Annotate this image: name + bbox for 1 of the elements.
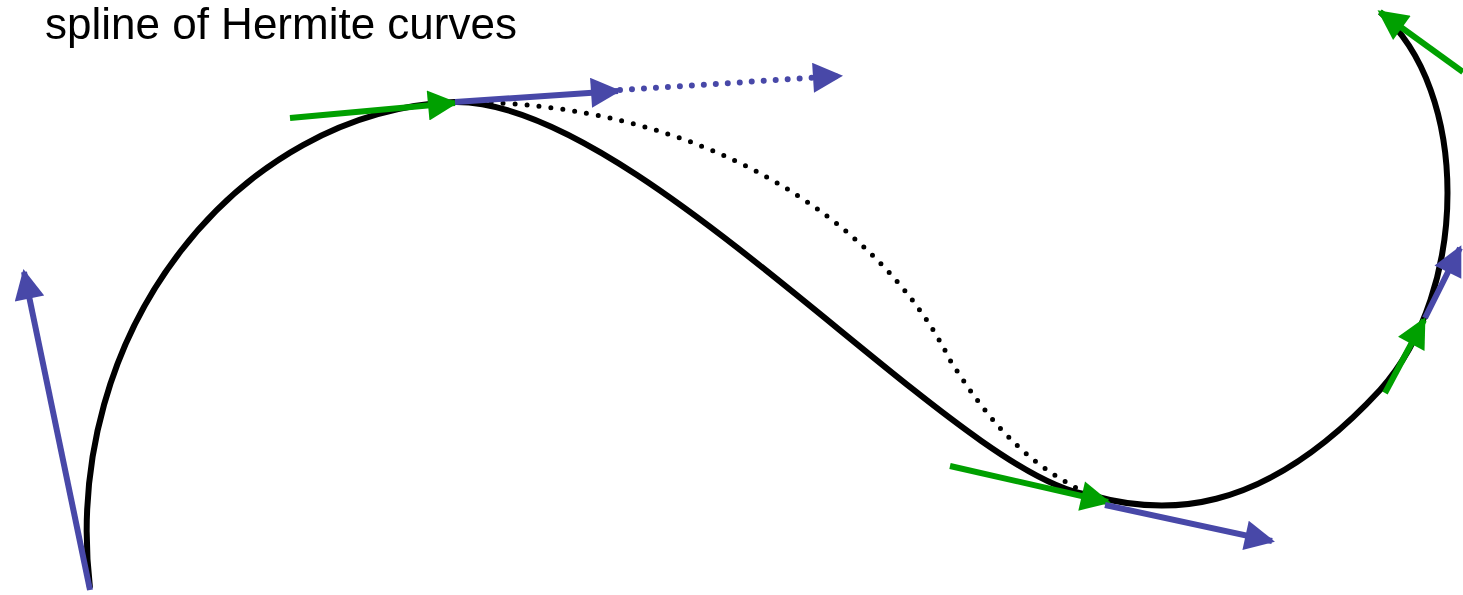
title: spline of Hermite curves <box>45 0 517 50</box>
